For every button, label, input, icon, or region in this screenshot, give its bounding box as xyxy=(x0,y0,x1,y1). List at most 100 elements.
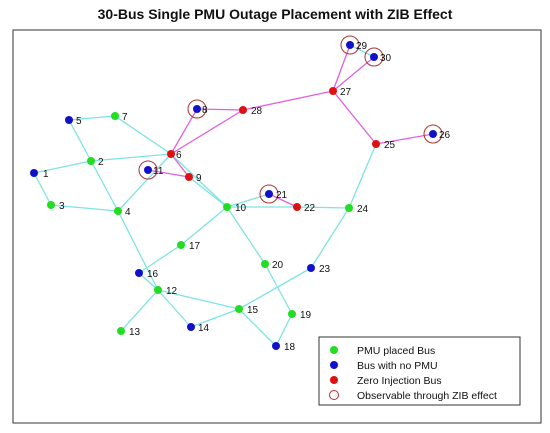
legend-label-no_pmu: Bus with no PMU xyxy=(357,360,438,372)
bus-30 xyxy=(370,53,378,61)
line-23-24 xyxy=(310,207,350,269)
line-6-7 xyxy=(114,115,172,155)
line-6-10 xyxy=(170,153,228,208)
line-15-18 xyxy=(238,308,277,347)
bus-22 xyxy=(293,203,301,211)
bus-10 xyxy=(223,203,231,211)
bus-15 xyxy=(235,305,243,313)
bus-5 xyxy=(65,116,73,124)
bus-label-22: 22 xyxy=(304,203,316,214)
line-2-6 xyxy=(90,153,172,162)
bus-13 xyxy=(117,327,125,335)
bus-label-26: 26 xyxy=(439,130,451,141)
zib-ring-30 xyxy=(364,47,384,67)
bus-label-12: 12 xyxy=(166,286,178,297)
bus-label-23: 23 xyxy=(319,264,331,275)
bus-28 xyxy=(239,106,247,114)
bus-label-10: 10 xyxy=(235,203,247,214)
bus-24 xyxy=(345,204,353,212)
bus-label-5: 5 xyxy=(76,116,82,127)
bus-label-9: 9 xyxy=(196,173,202,184)
legend-marker-pmu xyxy=(330,346,338,354)
line-19-20 xyxy=(264,263,293,315)
bus-27 xyxy=(329,87,337,95)
line-3-4 xyxy=(50,204,119,212)
zib-ring-21 xyxy=(259,184,279,204)
line-25-27 xyxy=(332,90,377,145)
bus-2 xyxy=(87,157,95,165)
line-24-25 xyxy=(348,143,377,209)
bus-label-8: 8 xyxy=(202,105,208,116)
bus-label-15: 15 xyxy=(247,305,259,316)
legend-marker-ring xyxy=(329,390,339,400)
bus-label-24: 24 xyxy=(357,204,369,215)
bus-label-4: 4 xyxy=(125,207,131,218)
bus-label-16: 16 xyxy=(147,269,159,280)
line-12-15 xyxy=(157,289,240,310)
bus-14 xyxy=(187,323,195,331)
bus-label-7: 7 xyxy=(122,112,128,123)
bus-20 xyxy=(261,260,269,268)
bus-label-13: 13 xyxy=(129,327,141,338)
line-22-24 xyxy=(296,206,350,209)
line-9-10 xyxy=(188,176,228,208)
line-5-7 xyxy=(68,115,116,121)
lines-layer xyxy=(33,44,434,347)
bus-label-14: 14 xyxy=(198,323,210,334)
bus-label-18: 18 xyxy=(284,342,296,353)
line-29-30 xyxy=(349,44,375,58)
bus-label-1: 1 xyxy=(43,169,49,180)
bus-label-21: 21 xyxy=(276,190,288,201)
line-10-21 xyxy=(226,193,270,208)
bus-29 xyxy=(346,41,354,49)
bus-label-27: 27 xyxy=(340,87,352,98)
line-9-11 xyxy=(147,169,190,178)
zib-rings-layer xyxy=(138,35,443,204)
line-12-16 xyxy=(138,272,159,291)
zib-ring-8 xyxy=(187,99,207,119)
bus-7 xyxy=(111,112,119,120)
buses-layer xyxy=(30,41,437,350)
legend-label-zib: Zero Injection Bus xyxy=(357,375,442,387)
line-6-8 xyxy=(170,108,198,155)
plot-frame xyxy=(12,29,542,424)
line-21-22 xyxy=(268,193,298,208)
bus-6 xyxy=(167,150,175,158)
legend-marker-no_pmu xyxy=(330,361,338,369)
bus-label-2: 2 xyxy=(98,157,104,168)
bus-label-25: 25 xyxy=(384,140,396,151)
line-25-26 xyxy=(375,133,434,145)
bus-17 xyxy=(177,241,185,249)
bus-16 xyxy=(135,269,143,277)
bus-label-11: 11 xyxy=(153,166,164,177)
line-14-15 xyxy=(190,308,240,328)
zib-ring-26 xyxy=(423,124,443,144)
line-6-9 xyxy=(170,153,190,178)
bus-19 xyxy=(288,310,296,318)
line-6-28 xyxy=(170,109,244,155)
bus-8 xyxy=(193,105,201,113)
line-10-17 xyxy=(180,206,228,246)
bus-label-30: 30 xyxy=(380,53,392,64)
legend-marker-zib xyxy=(330,376,338,384)
line-10-20 xyxy=(226,206,266,265)
bus-label-28: 28 xyxy=(251,106,263,117)
line-12-13 xyxy=(120,289,159,332)
line-1-2 xyxy=(33,160,92,174)
bus-1 xyxy=(30,169,38,177)
bus-18 xyxy=(272,342,280,350)
line-28-27 xyxy=(242,90,334,111)
line-15-23 xyxy=(238,267,312,310)
bus-label-3: 3 xyxy=(59,201,65,212)
line-12-14 xyxy=(157,289,192,328)
line-2-5 xyxy=(68,119,92,162)
bus-21 xyxy=(265,190,273,198)
line-4-6 xyxy=(117,153,172,212)
bus-label-17: 17 xyxy=(189,241,201,252)
legend-box xyxy=(318,336,521,406)
legend-label-ring: Observable through ZIB effect xyxy=(357,390,497,402)
line-18-19 xyxy=(275,313,293,347)
